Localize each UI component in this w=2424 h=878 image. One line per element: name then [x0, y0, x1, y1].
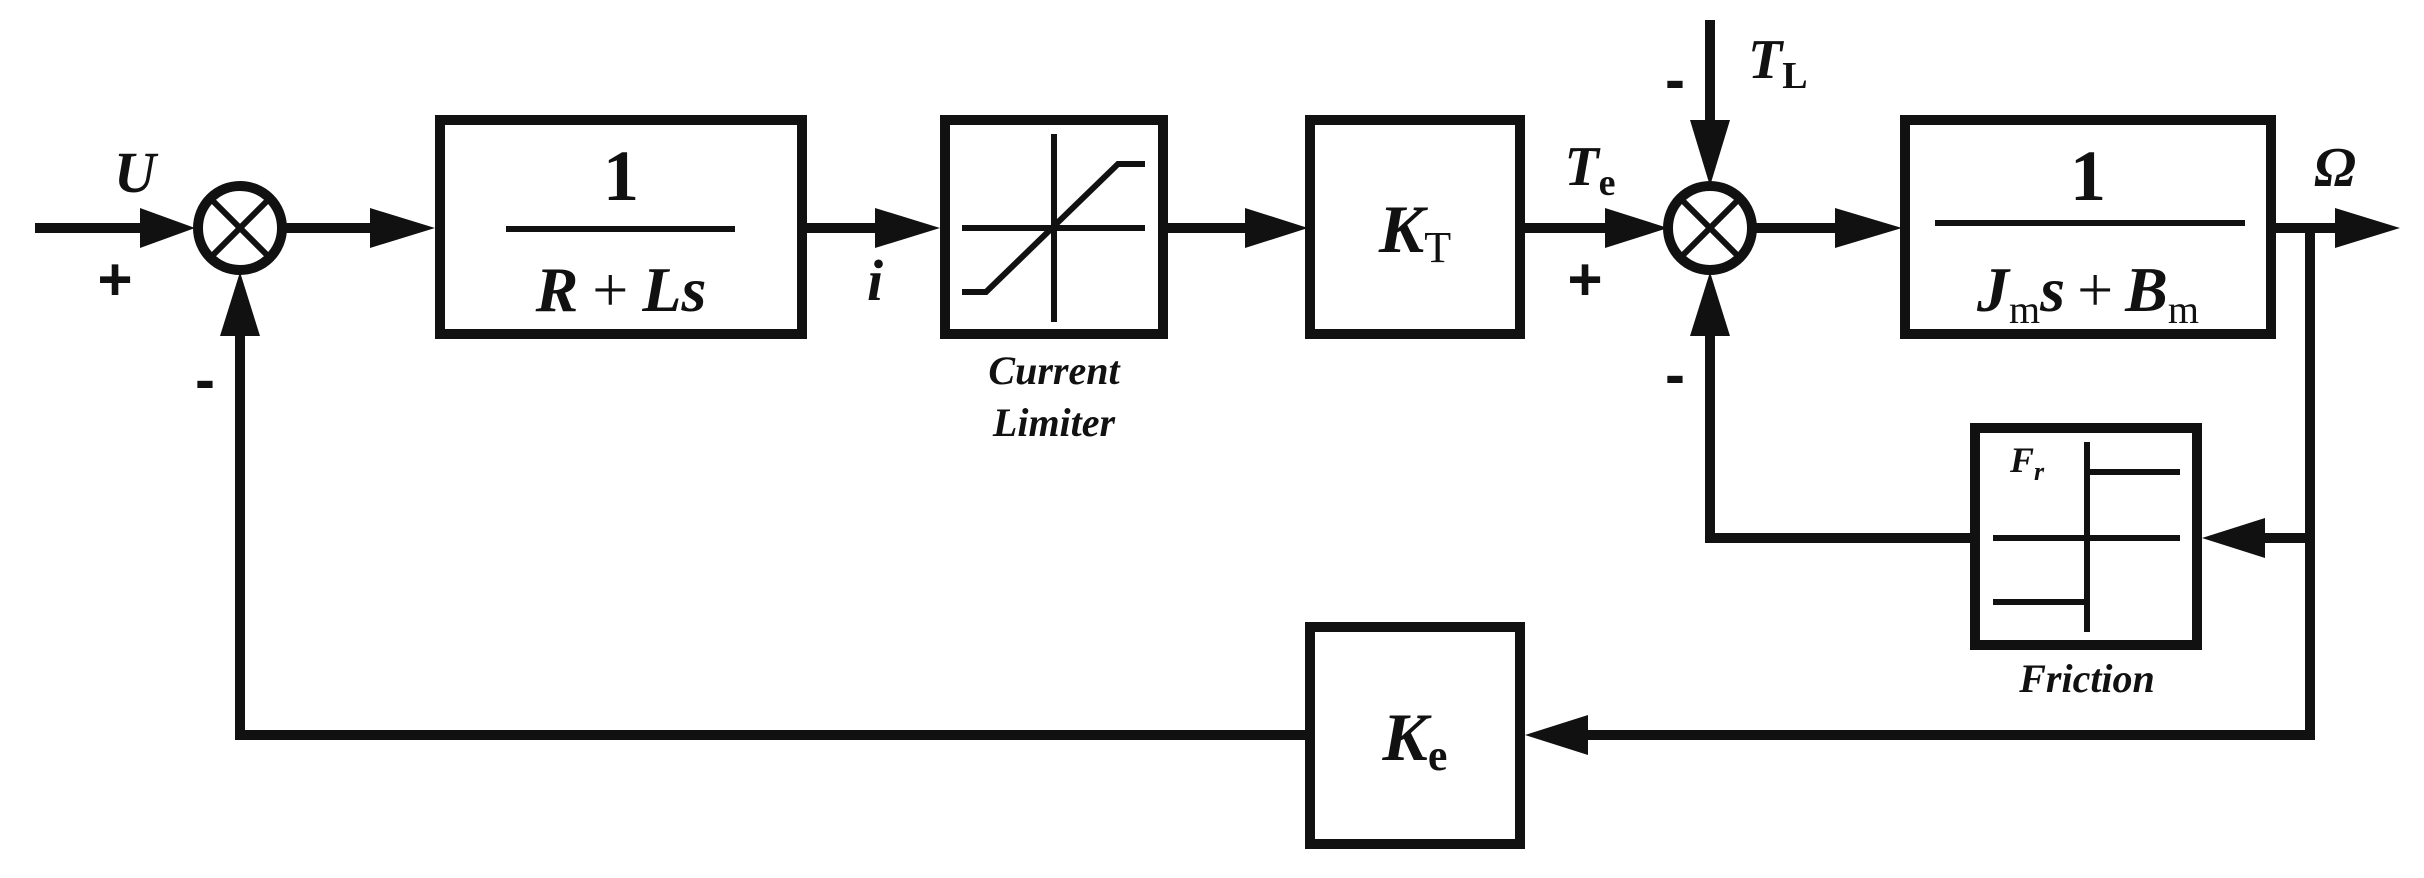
den-r: R [535, 254, 579, 325]
summing-junction-1 [193, 181, 287, 275]
friction-block: Fr [1970, 423, 2202, 650]
torque-constant-block: KT [1305, 115, 1525, 339]
limiter-to-kt-arrow [1245, 208, 1308, 248]
limiter-caption-line1: Current [988, 348, 1121, 393]
emf-feed-arrow [1525, 715, 1588, 755]
friction-return-arrow [1690, 272, 1730, 336]
output-label: Ω [2314, 137, 2356, 199]
input-arrow [140, 208, 195, 248]
summing-junction-2 [1663, 181, 1757, 275]
emf-return-arrow [220, 272, 260, 336]
sum2-plus-sign: + [1567, 246, 1602, 313]
back-emf-block: Ke [1305, 622, 1525, 849]
electrical-block: 1 R+Ls [435, 115, 807, 339]
sum2-to-mech-arrow [1835, 208, 1902, 248]
input-label: U [114, 140, 159, 205]
den-ls: Ls [641, 254, 706, 325]
limiter-caption-line2: Limiter [992, 400, 1116, 445]
friction-caption: Friction [2018, 656, 2155, 701]
electrical-numerator: 1 [603, 136, 639, 216]
friction-inner-label: Fr [2009, 440, 2045, 486]
ke-label: Ke [1382, 699, 1448, 780]
electrical-to-limiter-arrow [875, 208, 940, 248]
current-limiter-block [940, 115, 1168, 339]
electrical-denominator: R+Ls [535, 254, 707, 325]
sum1-plus-sign: + [97, 246, 132, 313]
current-label: i [867, 248, 883, 313]
kt-label: KT [1378, 191, 1451, 272]
friction-feed-arrow [2202, 518, 2265, 558]
saturation-curve [962, 161, 1145, 295]
load-torque-arrow [1690, 120, 1730, 186]
load-torque-label: TL [1748, 29, 1808, 97]
sum2-fb-minus-sign: - [1665, 341, 1685, 408]
sum1-to-electrical-arrow [370, 208, 435, 248]
sum1-minus-sign: - [195, 346, 215, 413]
kt-to-sum2-arrow [1605, 208, 1668, 248]
output-arrow [2335, 208, 2400, 248]
torque-label: Te [1564, 136, 1615, 204]
mech-denominator: Jms+Bm [1976, 254, 2199, 332]
den-plus: + [592, 254, 628, 325]
mechanical-block: 1 Jms+Bm [1900, 115, 2276, 339]
sum2-load-minus-sign: - [1665, 46, 1685, 113]
mech-numerator: 1 [2070, 136, 2106, 216]
